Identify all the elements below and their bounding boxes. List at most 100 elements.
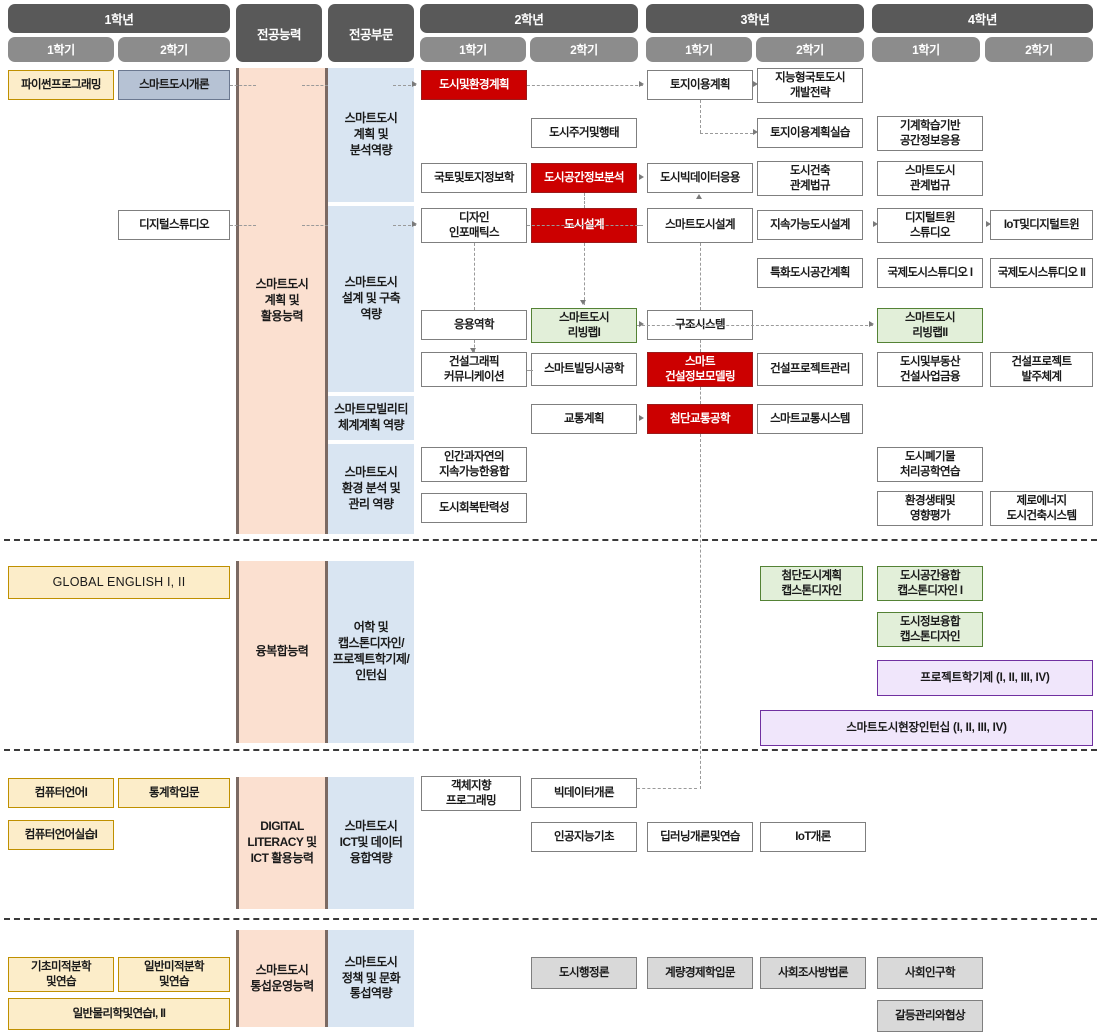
course-box[interactable]: 디자인 인포매틱스 [421,208,527,243]
header-semester-5: 1학기 [646,37,752,62]
course-box[interactable]: 도시공간정보분석 [531,163,637,193]
course-box[interactable]: 국제도시스튜디오 II [990,258,1093,288]
course-box[interactable]: 교통계획 [531,404,637,434]
course-box[interactable]: 일반미적분학 및연습 [118,957,230,992]
course-box[interactable]: 도시공간융합 캡스톤디자인 I [877,566,983,601]
course-box[interactable]: 첨단도시계획 캡스톤디자인 [760,566,863,601]
course-box[interactable]: 스마트도시 리빙랩I [531,308,637,343]
arrow-right-icon [639,321,644,327]
course-box[interactable]: 첨단교통공학 [647,404,753,434]
header-column-2: 전공부문 [328,4,414,62]
connector-line [700,340,701,352]
course-box[interactable]: 토지이용계획 [647,70,753,100]
competency-column: 스마트모빌리티 체계계획 역량 [328,396,414,440]
course-box[interactable]: 스마트도시개론 [118,70,230,100]
course-box[interactable]: 파이썬프로그래밍 [8,70,114,100]
connector-line [700,434,701,789]
course-box[interactable]: 응용역학 [421,310,527,340]
course-box[interactable]: 토지이용계획실습 [757,118,863,148]
course-box[interactable]: 건설프로젝트 발주체계 [990,352,1093,387]
course-box[interactable]: 기초미적분학 및연습 [8,957,114,992]
connector-line [527,370,533,371]
header-semester-6: 2학기 [756,37,864,62]
course-box[interactable]: 지능형국토도시 개발전략 [757,68,863,103]
course-box[interactable]: 도시빅데이터응용 [647,163,753,193]
course-box[interactable]: 디지털트윈 스튜디오 [877,208,983,243]
competency-column: 융복합능력 [236,561,328,743]
arrow-right-icon [986,221,991,227]
course-box[interactable]: 도시및부동산 건설사업금융 [877,352,983,387]
course-box[interactable]: 기계학습기반 공간정보응용 [877,116,983,151]
course-box[interactable]: 인공지능기초 [531,822,637,852]
course-box[interactable]: 지속가능도시설계 [757,210,863,240]
course-box[interactable]: 국제도시스튜디오 I [877,258,983,288]
course-box[interactable]: 특화도시공간계획 [757,258,863,288]
course-box[interactable]: 디지털스튜디오 [118,210,230,240]
competency-column: 스마트도시 환경 분석 및 관리 역량 [328,444,414,534]
course-box[interactable]: 건설그래픽 커뮤니케이션 [421,352,527,387]
arrow-down-icon [470,348,476,353]
connector-line [230,225,256,226]
arrow-right-icon [412,221,417,227]
course-box[interactable]: IoT개론 [760,822,866,852]
course-box[interactable]: 제로에너지 도시건축시스템 [990,491,1093,526]
course-box[interactable]: 스마트도시 관계법규 [877,161,983,196]
course-box[interactable]: 갈등관리와협상 [877,1000,983,1032]
connector-line [584,193,585,208]
course-box[interactable]: 객체지향 프로그래밍 [421,776,521,811]
connector-line [393,85,416,86]
competency-column: 스마트도시 설계 및 구축 역량 [328,206,414,392]
arrow-right-icon [869,321,874,327]
connector-line [637,225,643,226]
course-box[interactable]: 사회조사방법론 [760,957,866,989]
course-box[interactable]: 도시폐기물 처리공학연습 [877,447,983,482]
course-box[interactable]: 스마트교통시스템 [757,404,863,434]
course-box[interactable]: 국토및토지정보학 [421,163,527,193]
course-box[interactable]: 일반물리학및연습I, II [8,998,230,1030]
course-box[interactable]: 도시회복탄력성 [421,493,527,523]
course-box[interactable]: 스마트도시설계 [647,208,753,243]
arrow-right-icon [639,415,644,421]
course-box[interactable]: 도시및환경계획 [421,70,527,100]
connector-line [393,225,416,226]
course-box[interactable]: 빅데이터개론 [531,778,637,808]
course-box[interactable]: 건설프로젝트관리 [757,353,863,386]
connector-line [637,325,873,326]
connector-line [474,243,475,310]
course-box[interactable]: 통계학입문 [118,778,230,808]
header-semester-1: 1학기 [8,37,114,62]
competency-column: 스마트도시 계획 및 활용능력 [236,68,328,534]
arrow-right-icon [753,129,758,135]
course-box[interactable]: 스마트빌딩시공학 [531,353,637,386]
course-box[interactable]: 도시주거및행태 [531,118,637,148]
course-box[interactable]: 도시건축 관계법규 [757,161,863,196]
course-box[interactable]: 계량경제학입문 [647,957,753,989]
course-box[interactable]: 스마트 건설정보모델링 [647,352,753,387]
course-box[interactable]: 인간과자연의 지속가능한융합 [421,447,527,482]
competency-column: 스마트도시 통섭운영능력 [236,930,328,1027]
header-year-1: 1학년 [8,4,230,33]
course-box[interactable]: GLOBAL ENGLISH I, II [8,566,230,599]
connector-line [700,243,701,310]
course-box[interactable]: 컴퓨터언어실습I [8,820,114,850]
course-box[interactable]: 프로젝트학기제 (I, II, III, IV) [877,660,1093,696]
course-box[interactable]: 컴퓨터언어I [8,778,114,808]
course-box[interactable]: 도시행정론 [531,957,637,989]
course-box[interactable]: 사회인구학 [877,957,983,989]
course-box[interactable]: 스마트도시현장인턴십 (I, II, III, IV) [760,710,1093,746]
connector-line [302,225,328,226]
course-box[interactable]: 도시정보융합 캡스톤디자인 [877,612,983,647]
header-column-1: 전공능력 [236,4,322,62]
course-box[interactable]: 환경생태및 영향평가 [877,491,983,526]
arrow-up-icon [696,194,702,199]
course-box[interactable]: 스마트도시 리빙랩II [877,308,983,343]
competency-column: 스마트도시 계획 및 분석역량 [328,68,414,202]
course-box[interactable]: IoT및디지털트윈 [990,210,1093,240]
header-year-3: 3학년 [646,4,864,33]
arrow-right-icon [639,81,644,87]
connector-line [527,85,643,86]
course-box[interactable]: 딥러닝개론및연습 [647,822,753,852]
arrow-right-icon [873,221,878,227]
competency-column: 스마트도시 ICT및 데이터 융합역량 [328,777,414,909]
